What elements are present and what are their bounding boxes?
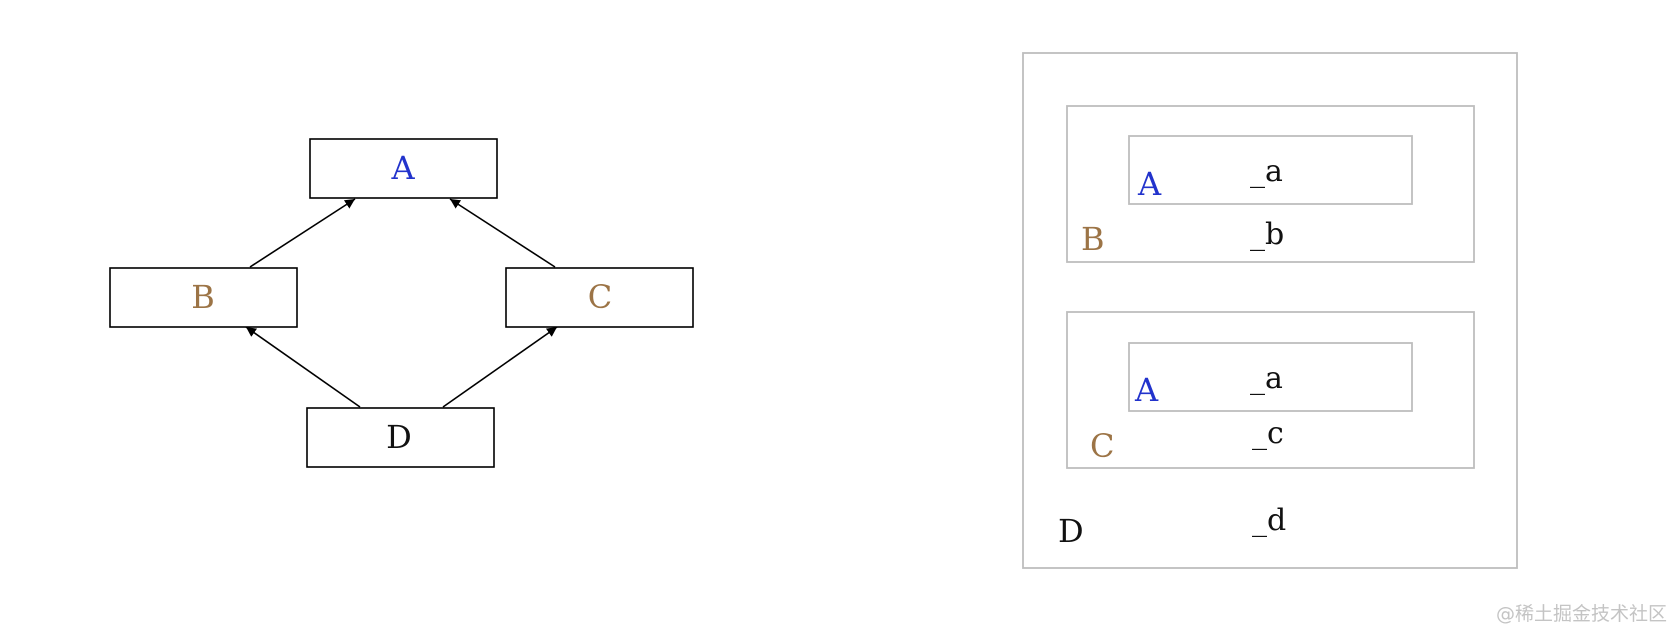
layout-b-inner-a-box [1128,135,1413,205]
edge-d-to-b [245,326,361,408]
layout-c-inner-a-field: _a [1250,361,1283,396]
node-c: C [505,267,694,328]
node-d-label: D [386,418,412,456]
layout-b-box [1066,105,1475,263]
inheritance-diagram: A B C D [109,138,694,468]
layout-d-label: D [1058,512,1084,550]
watermark-text: @稀土掘金技术社区 [1496,603,1667,625]
layout-c-field: _c [1252,416,1284,451]
node-c-label: C [588,278,612,316]
layout-b-inner-a-label: A [1137,165,1162,203]
layout-d-box [1022,52,1518,569]
edge-c-to-a [449,198,556,268]
edge-d-to-c [442,326,558,408]
layout-c-label: C [1090,427,1114,465]
layout-d-field: _d [1252,503,1286,538]
node-a: A [309,138,498,199]
node-a-label: A [390,149,415,187]
layout-c-inner-a-label: A [1134,371,1159,409]
edge-b-to-a [249,198,356,268]
layout-b-field: _b [1250,217,1284,252]
layout-c-inner-a-box [1128,342,1413,412]
memory-layout: A _a B _b A _a C _c D _d [1022,52,1518,569]
node-d: D [306,407,495,468]
node-b-label: B [191,278,215,316]
layout-b-label: B [1081,220,1105,258]
layout-c-box [1066,311,1475,469]
layout-b-inner-a-field: _a [1250,154,1283,189]
node-b: B [109,267,298,328]
